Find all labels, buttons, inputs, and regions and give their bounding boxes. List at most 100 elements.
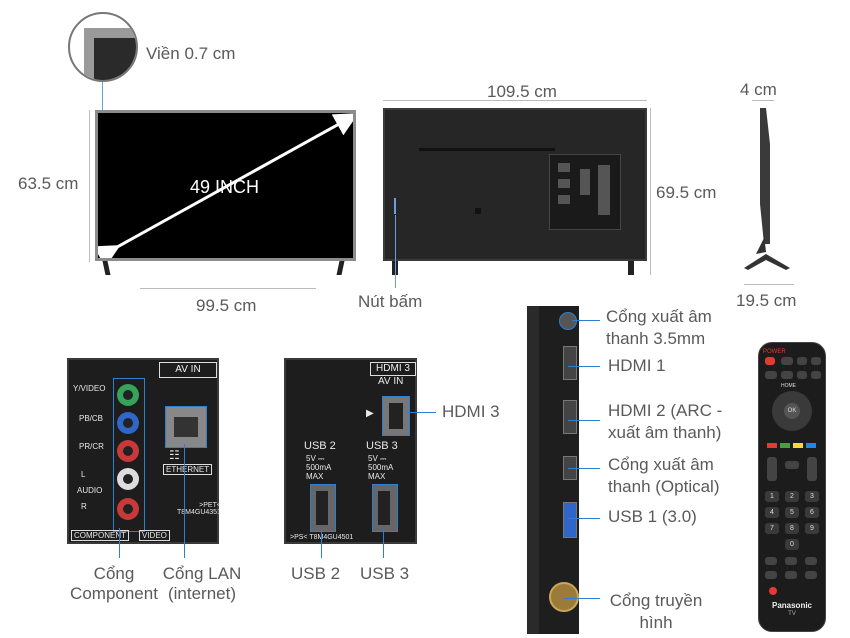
av-in-header: AV IN: [159, 362, 217, 378]
side-stand-label: 19.5 cm: [736, 291, 797, 310]
front-tv-screen: 49 INCH: [95, 110, 356, 261]
remote-key-5: 5: [785, 507, 799, 518]
remote-key-1: 1: [765, 491, 779, 502]
pointer-hdmi1: [568, 366, 600, 367]
usb2-spec: 5V ⎓ 500mA MAX: [306, 454, 332, 481]
usb2-title: USB 2: [304, 440, 336, 452]
hdmi-arrow: ▶: [366, 408, 374, 419]
port-hdmi1: [563, 346, 577, 380]
hdmi3-pointer: [406, 412, 436, 413]
remote-control: POWER OK HOME 1 2 3 4 5 6 7 8 9 0 Panaso…: [758, 342, 826, 632]
back-height-line: [650, 108, 651, 275]
remote-key-0: 0: [785, 539, 799, 550]
pointer-hdmi2: [568, 420, 600, 421]
port-3-5mm: [559, 312, 577, 330]
diagonal-arrow: [98, 113, 353, 258]
remote-green: [780, 443, 790, 448]
hdmi-av-in: AV IN: [378, 376, 404, 387]
label-usb1: USB 1 (3.0): [608, 507, 697, 526]
remote-key-3: 3: [805, 491, 819, 502]
label-antenna: Cổng truyền hình: [609, 591, 703, 632]
port-label-audio: AUDIO: [77, 486, 103, 495]
pointer-antenna: [564, 598, 600, 599]
usb2-pointer: [321, 530, 322, 558]
front-height-label: 63.5 cm: [18, 174, 79, 193]
label-hdmi2: HDMI 2 (ARC - xuất âm thanh): [608, 401, 723, 442]
remote-record-button: [769, 587, 777, 595]
usb2-caption: USB 2: [291, 564, 341, 583]
back-tv-panel: [383, 108, 647, 261]
hdmi-usb-panel: HDMI 3 AV IN ▶ USB 2 5V ⎓ 500mA MAX USB …: [284, 358, 417, 544]
port-label-y: Y/VIDEO: [73, 384, 106, 393]
back-right-foot: [628, 261, 634, 275]
port-label-pr: PR/CR: [79, 442, 104, 451]
port-label-r: R: [81, 502, 87, 511]
pointer-optical: [568, 468, 600, 469]
remote-ok: OK: [784, 403, 800, 419]
component-highlight: [113, 378, 145, 532]
label-3-5mm: Cổng xuất âm thanh 3.5mm: [606, 307, 712, 348]
button-label: Nút bấm: [358, 292, 423, 311]
usb3-caption: USB 3: [360, 564, 410, 583]
rca-pr: [117, 440, 139, 462]
usb3-title: USB 3: [366, 440, 398, 452]
lan-pointer: [184, 444, 185, 558]
button-marker: [394, 198, 396, 214]
label-hdmi1: HDMI 1: [608, 356, 666, 375]
usb3-port: [372, 484, 398, 532]
back-width-label: 109.5 cm: [487, 82, 557, 101]
ethernet-tag: ETHERNET: [163, 464, 213, 475]
remote-yellow: [793, 443, 803, 448]
bezel-zoom: [68, 12, 138, 82]
hdmi3-port: [382, 396, 410, 436]
remote-key-8: 8: [785, 523, 799, 534]
usb2-port: [310, 484, 336, 532]
ethernet-icon: ☷: [169, 448, 180, 462]
side-depth-label: 4 cm: [740, 80, 777, 99]
bezel-pointer: [102, 82, 103, 110]
port-label-pb: PB/CB: [79, 414, 104, 423]
bezel-label: Viền 0.7 cm: [146, 44, 236, 63]
remote-blue: [806, 443, 816, 448]
component-caption: Cổng Component: [70, 564, 158, 603]
remote-dpad: OK: [772, 391, 812, 431]
hdmi3-caption: HDMI 3: [442, 402, 500, 421]
side-stand-line: [744, 284, 794, 285]
label-optical: Cổng xuất âm thanh (Optical): [608, 455, 720, 496]
front-right-foot: [336, 261, 345, 275]
pointer-3-5mm: [572, 320, 600, 321]
back-width-line: [383, 100, 647, 101]
remote-key-4: 4: [765, 507, 779, 518]
remote-power-button: [765, 357, 775, 365]
component-pointer: [119, 528, 120, 558]
front-height-line: [89, 110, 90, 262]
remote-brand: Panasonic: [771, 601, 812, 610]
port-hdmi2: [563, 400, 577, 434]
port-antenna: [549, 582, 579, 612]
ethernet-port: [165, 406, 207, 448]
button-pointer: [395, 215, 396, 288]
remote-home: HOME: [781, 383, 796, 389]
back-height-label: 69.5 cm: [656, 183, 717, 202]
remote-tv: TV: [788, 611, 796, 617]
av-panel-code: >PET< T8M4GU4351: [177, 502, 221, 516]
rca-audio-r: [117, 498, 139, 520]
remote-key-9: 9: [805, 523, 819, 534]
remote-key-6: 6: [805, 507, 819, 518]
side-ports-strip: [527, 306, 579, 634]
usb3-spec: 5V ⎓ 500mA MAX: [368, 454, 394, 481]
side-tv-profile: [744, 108, 790, 270]
remote-power-label: POWER: [763, 349, 786, 355]
side-depth-line: [752, 100, 774, 101]
lan-caption: Cổng LAN (internet): [162, 564, 242, 603]
hdmi3-header: HDMI 3: [370, 362, 416, 376]
front-left-foot: [102, 261, 111, 275]
remote-key-7: 7: [765, 523, 779, 534]
usb3-pointer: [383, 530, 384, 558]
port-usb1: [563, 502, 577, 538]
component-tag: COMPONENT: [71, 530, 129, 541]
port-label-l: L: [81, 470, 86, 479]
remote-red: [767, 443, 777, 448]
rca-y-video: [117, 384, 139, 406]
remote-key-2: 2: [785, 491, 799, 502]
